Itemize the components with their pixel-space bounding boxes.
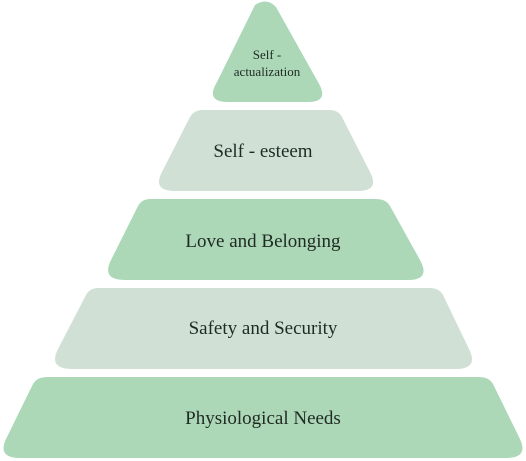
level-shape [55,288,473,369]
level-label-line: Self - [253,47,282,62]
level-self-actualization: Self - actualization [212,1,323,103]
level-shape [108,199,424,280]
level-love-belonging: Love and Belonging [108,199,424,280]
level-shape [158,110,374,191]
level-shape [3,377,523,458]
level-label: Physiological Needs [185,408,341,429]
level-label-line: actualization [234,64,301,79]
level-physiological-needs: Physiological Needs [3,377,523,458]
level-label: Love and Belonging [185,231,341,252]
level-label: Self - esteem [213,141,312,162]
level-safety-security: Safety and Security [55,288,473,369]
level-shape [212,1,323,103]
level-label: Safety and Security [189,318,338,339]
level-self-esteem: Self - esteem [158,110,374,191]
